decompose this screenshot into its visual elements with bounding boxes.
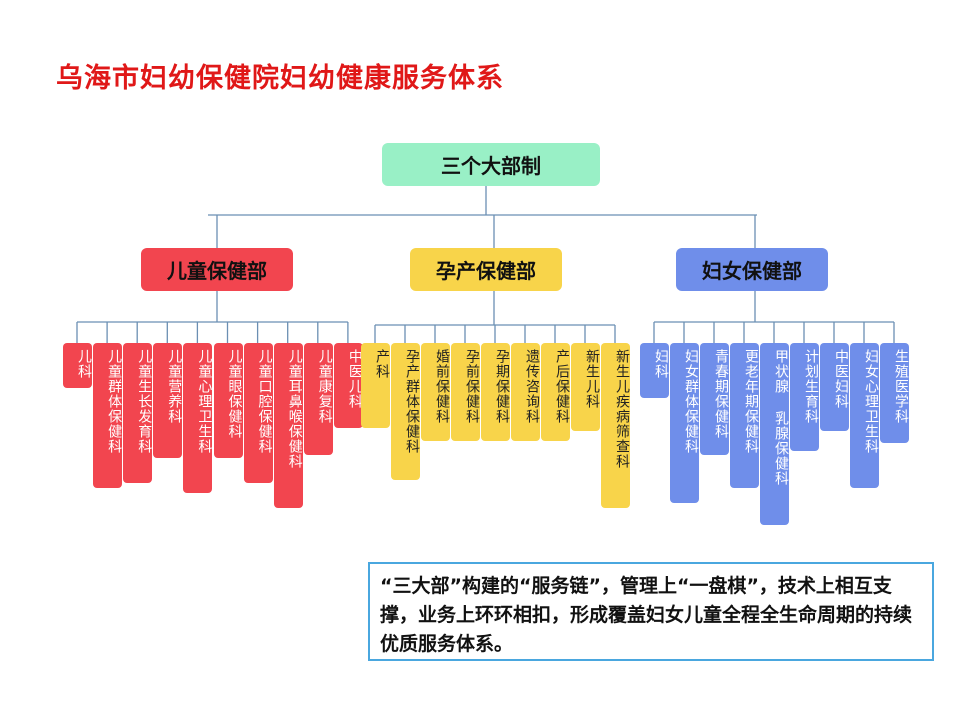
sub-department-2-1: 产科 — [361, 343, 390, 428]
sub-department-2-9: 新生儿疾病筛查科 — [601, 343, 630, 508]
sub-department-3-5: 甲状腺 乳腺保健科 — [760, 343, 789, 525]
sub-department-2-6: 遗传咨询科 — [511, 343, 540, 441]
sub-department-1-5: 儿童心理卫生科 — [183, 343, 213, 493]
sub-department-1-2: 儿童群体保健科 — [93, 343, 123, 488]
sub-department-1-6: 儿童眼保健科 — [213, 343, 243, 458]
summary-textbox: “三大部”构建的“服务链”，管理上“一盘棋”，技术上相互支撑，业务上环环相扣，形… — [368, 562, 934, 661]
sub-department-1-1: 儿科 — [63, 343, 92, 388]
sub-department-2-3: 婚前保健科 — [421, 343, 450, 441]
sub-department-3-4: 更老年期保健科 — [730, 343, 759, 488]
sub-department-1-9: 儿童康复科 — [303, 343, 333, 455]
page-title: 乌海市妇幼保健院妇幼健康服务体系 — [56, 63, 504, 94]
sub-department-1-3: 儿童生长发育科 — [123, 343, 153, 483]
sub-department-3-6: 计划生育科 — [790, 343, 819, 451]
sub-department-2-5: 孕期保健科 — [481, 343, 510, 441]
root-node: 三个大部制 — [382, 143, 600, 186]
sub-department-3-1: 妇科 — [640, 343, 669, 398]
sub-department-3-8: 妇女心理卫生科 — [850, 343, 879, 488]
department-2: 孕产保健部 — [410, 248, 562, 291]
sub-department-1-10: 中医儿科 — [333, 343, 363, 428]
sub-department-3-3: 青春期保健科 — [700, 343, 729, 455]
sub-department-3-9: 生殖医学科 — [880, 343, 909, 443]
department-3: 妇女保健部 — [676, 248, 828, 291]
sub-department-1-7: 儿童口腔保健科 — [243, 343, 273, 483]
department-1: 儿童保健部 — [141, 248, 293, 291]
sub-department-1-4: 儿童营养科 — [153, 343, 183, 458]
sub-department-2-7: 产后保健科 — [541, 343, 570, 441]
sub-department-2-4: 孕前保健科 — [451, 343, 480, 441]
sub-department-2-2: 孕产群体保健科 — [391, 343, 420, 480]
sub-department-1-8: 儿童耳鼻喉保健科 — [273, 343, 303, 508]
sub-department-3-2: 妇女群体保健科 — [670, 343, 699, 503]
sub-department-3-7: 中医妇科 — [820, 343, 849, 431]
sub-department-2-8: 新生儿科 — [571, 343, 600, 431]
